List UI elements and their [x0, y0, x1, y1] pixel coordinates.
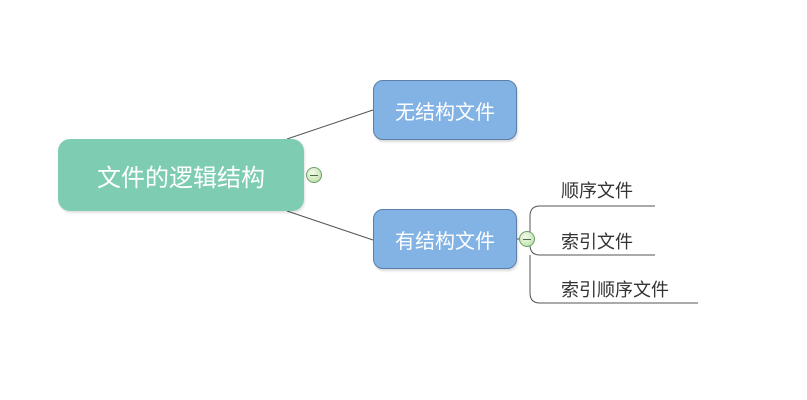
root-topic[interactable]: 文件的逻辑结构 — [58, 139, 304, 211]
leaf-topic-sequential-file[interactable]: 顺序文件 — [561, 181, 633, 202]
collapse-structured-minus-icon[interactable] — [519, 231, 535, 247]
leaf-topic-indexed-sequential-file[interactable]: 索引顺序文件 — [561, 280, 669, 301]
leaf-topic-indexed-file[interactable]: 索引文件 — [561, 232, 633, 253]
connector-root-unstructured — [286, 109, 374, 140]
branch-topic-unstructured-file[interactable]: 无结构文件 — [373, 80, 517, 140]
connector-structured-leaf-0 — [517, 205, 655, 240]
connector-structured-leaf-2 — [529, 255, 698, 304]
collapse-root-minus-icon[interactable] — [306, 167, 322, 183]
connector-root-structured — [286, 210, 374, 241]
branch-topic-structured-file[interactable]: 有结构文件 — [373, 209, 517, 269]
